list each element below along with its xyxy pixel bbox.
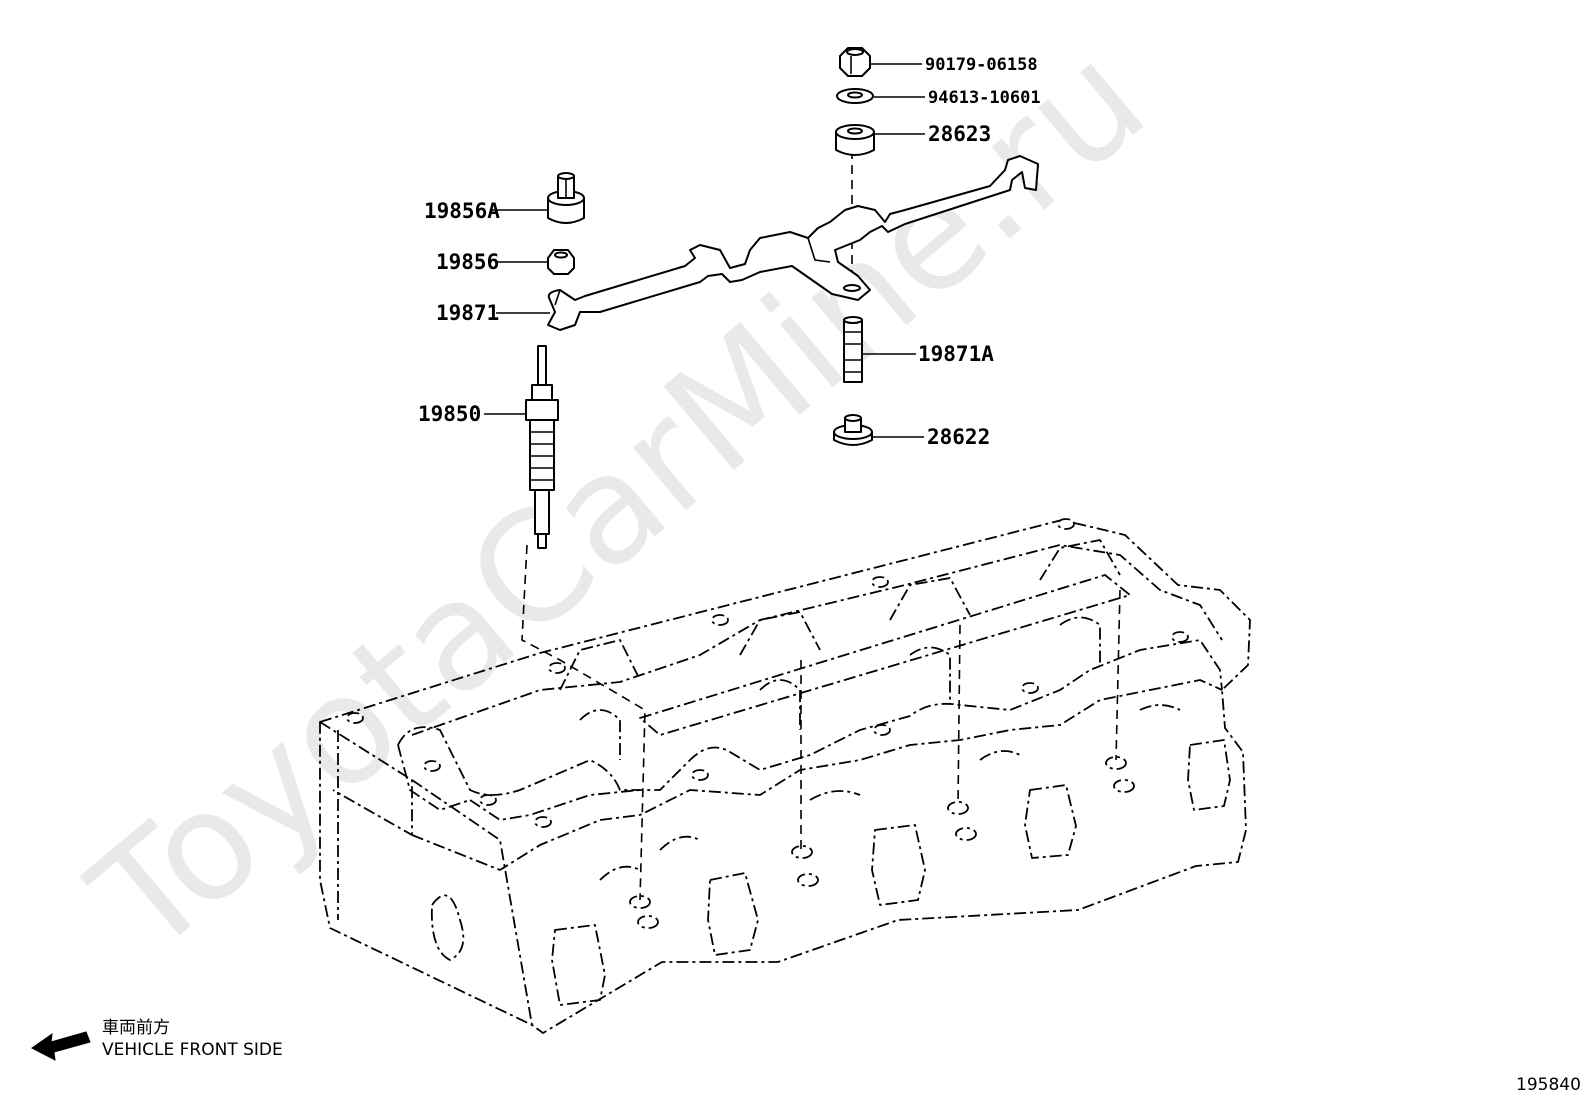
part-label-19856A[interactable]: 19856A [424, 199, 500, 223]
stud-19871A-icon[interactable] [843, 316, 863, 383]
part-label-28623[interactable]: 28623 [928, 122, 991, 146]
part-label-90179-06158[interactable]: 90179-06158 [925, 55, 1038, 75]
leader-lines [484, 63, 925, 438]
part-label-19871[interactable]: 19871 [436, 301, 499, 325]
nut-90179-06158-icon[interactable] [839, 47, 871, 77]
insulator-28623-icon[interactable] [835, 124, 875, 156]
part-label-19850[interactable]: 19850 [418, 402, 481, 426]
terminal-cap-19856A-icon[interactable] [547, 172, 585, 224]
terminal-nut-19856-icon[interactable] [547, 249, 575, 275]
front-note-english: VEHICLE FRONT SIDE [102, 1040, 283, 1060]
part-label-19871A[interactable]: 19871A [918, 342, 994, 366]
connector-bar-19871-icon[interactable] [547, 155, 1039, 331]
figure-code: 195840 [1516, 1075, 1581, 1095]
watermark-text: ToyotaCarMine.ru [61, 12, 1177, 988]
glow-plug-19850-icon[interactable] [525, 345, 559, 549]
cylinder-head-outline [319, 518, 1251, 1034]
front-note-japanese: 車両前方 [102, 1018, 170, 1038]
part-label-94613-10601[interactable]: 94613-10601 [928, 88, 1041, 108]
washer-94613-10601-icon[interactable] [836, 88, 874, 104]
insulator-28622-icon[interactable] [833, 414, 873, 446]
part-label-28622[interactable]: 28622 [927, 425, 990, 449]
install-guide-lines [521, 150, 1121, 901]
vehicle-front-indicator: 車両前方 VEHICLE FRONT SIDE [31, 1018, 283, 1061]
part-label-19856[interactable]: 19856 [436, 250, 499, 274]
front-arrow-icon [31, 1031, 91, 1061]
